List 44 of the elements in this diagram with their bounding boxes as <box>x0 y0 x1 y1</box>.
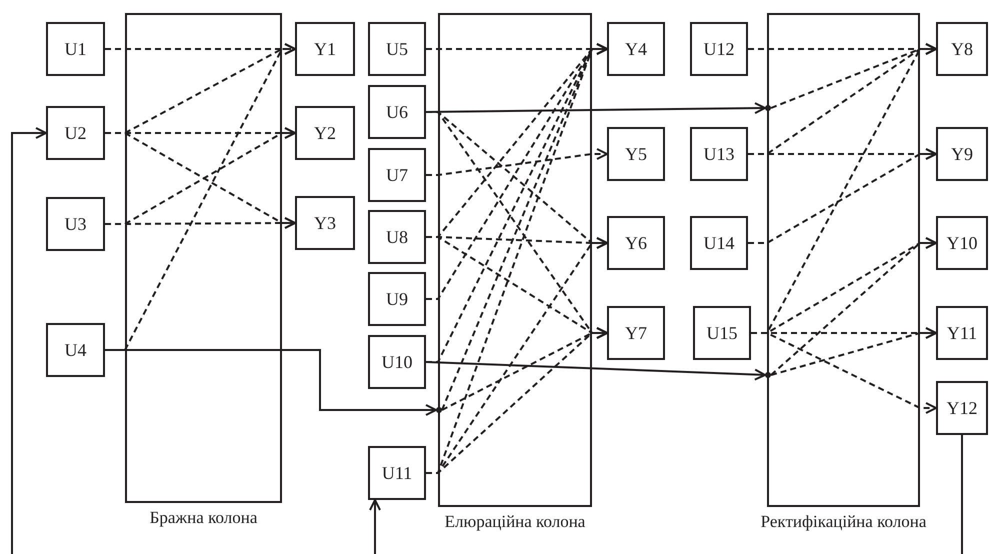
variable-box: Y4 <box>607 22 665 76</box>
variable-box: U12 <box>690 22 748 76</box>
variable-box: U7 <box>368 148 426 202</box>
arrow <box>426 361 766 381</box>
junction-dot <box>765 372 771 378</box>
column-label: Бражна колона <box>150 508 258 528</box>
variable-box: Y10 <box>936 216 988 270</box>
variable-box: Y12 <box>936 381 988 435</box>
dashed-arrow <box>770 237 937 376</box>
arrow <box>426 102 766 114</box>
dashed-arrow <box>748 148 937 244</box>
variable-box: Y1 <box>295 22 355 76</box>
variable-box: U3 <box>46 197 105 251</box>
variable-box: U15 <box>693 306 751 360</box>
variable-box: Y7 <box>607 306 665 360</box>
feedback-line <box>11 127 47 554</box>
variable-box: U13 <box>690 127 748 181</box>
variable-box: Y9 <box>936 127 988 181</box>
variable-box: Y3 <box>295 196 355 250</box>
variable-box: U14 <box>690 216 748 270</box>
variable-box: Y6 <box>607 216 665 270</box>
variable-box: Y2 <box>295 106 355 160</box>
arrow <box>105 349 437 416</box>
column-label: Ректифікаційна колона <box>760 512 926 532</box>
variable-box: Y8 <box>936 22 988 76</box>
variable-box: Y11 <box>936 306 988 360</box>
dashed-arrow <box>426 148 608 176</box>
variable-box: U10 <box>368 335 426 389</box>
dashed-arrow <box>770 327 937 376</box>
variable-box: U5 <box>368 22 426 76</box>
feedback-line <box>961 435 963 554</box>
variable-box: U6 <box>368 85 426 139</box>
junction-dot <box>436 407 442 413</box>
variable-box: Y5 <box>607 127 665 181</box>
variable-box: U2 <box>46 106 105 160</box>
junction-dot <box>765 105 771 111</box>
variable-box: U11 <box>368 446 426 500</box>
variable-box: U1 <box>46 22 105 76</box>
dashed-arrow <box>751 332 937 414</box>
feedback-line <box>369 499 381 554</box>
variable-box: U4 <box>46 323 105 377</box>
variable-box: U8 <box>368 210 426 264</box>
column-label: Елюраційна колона <box>444 512 586 532</box>
variable-box: U9 <box>368 272 426 326</box>
